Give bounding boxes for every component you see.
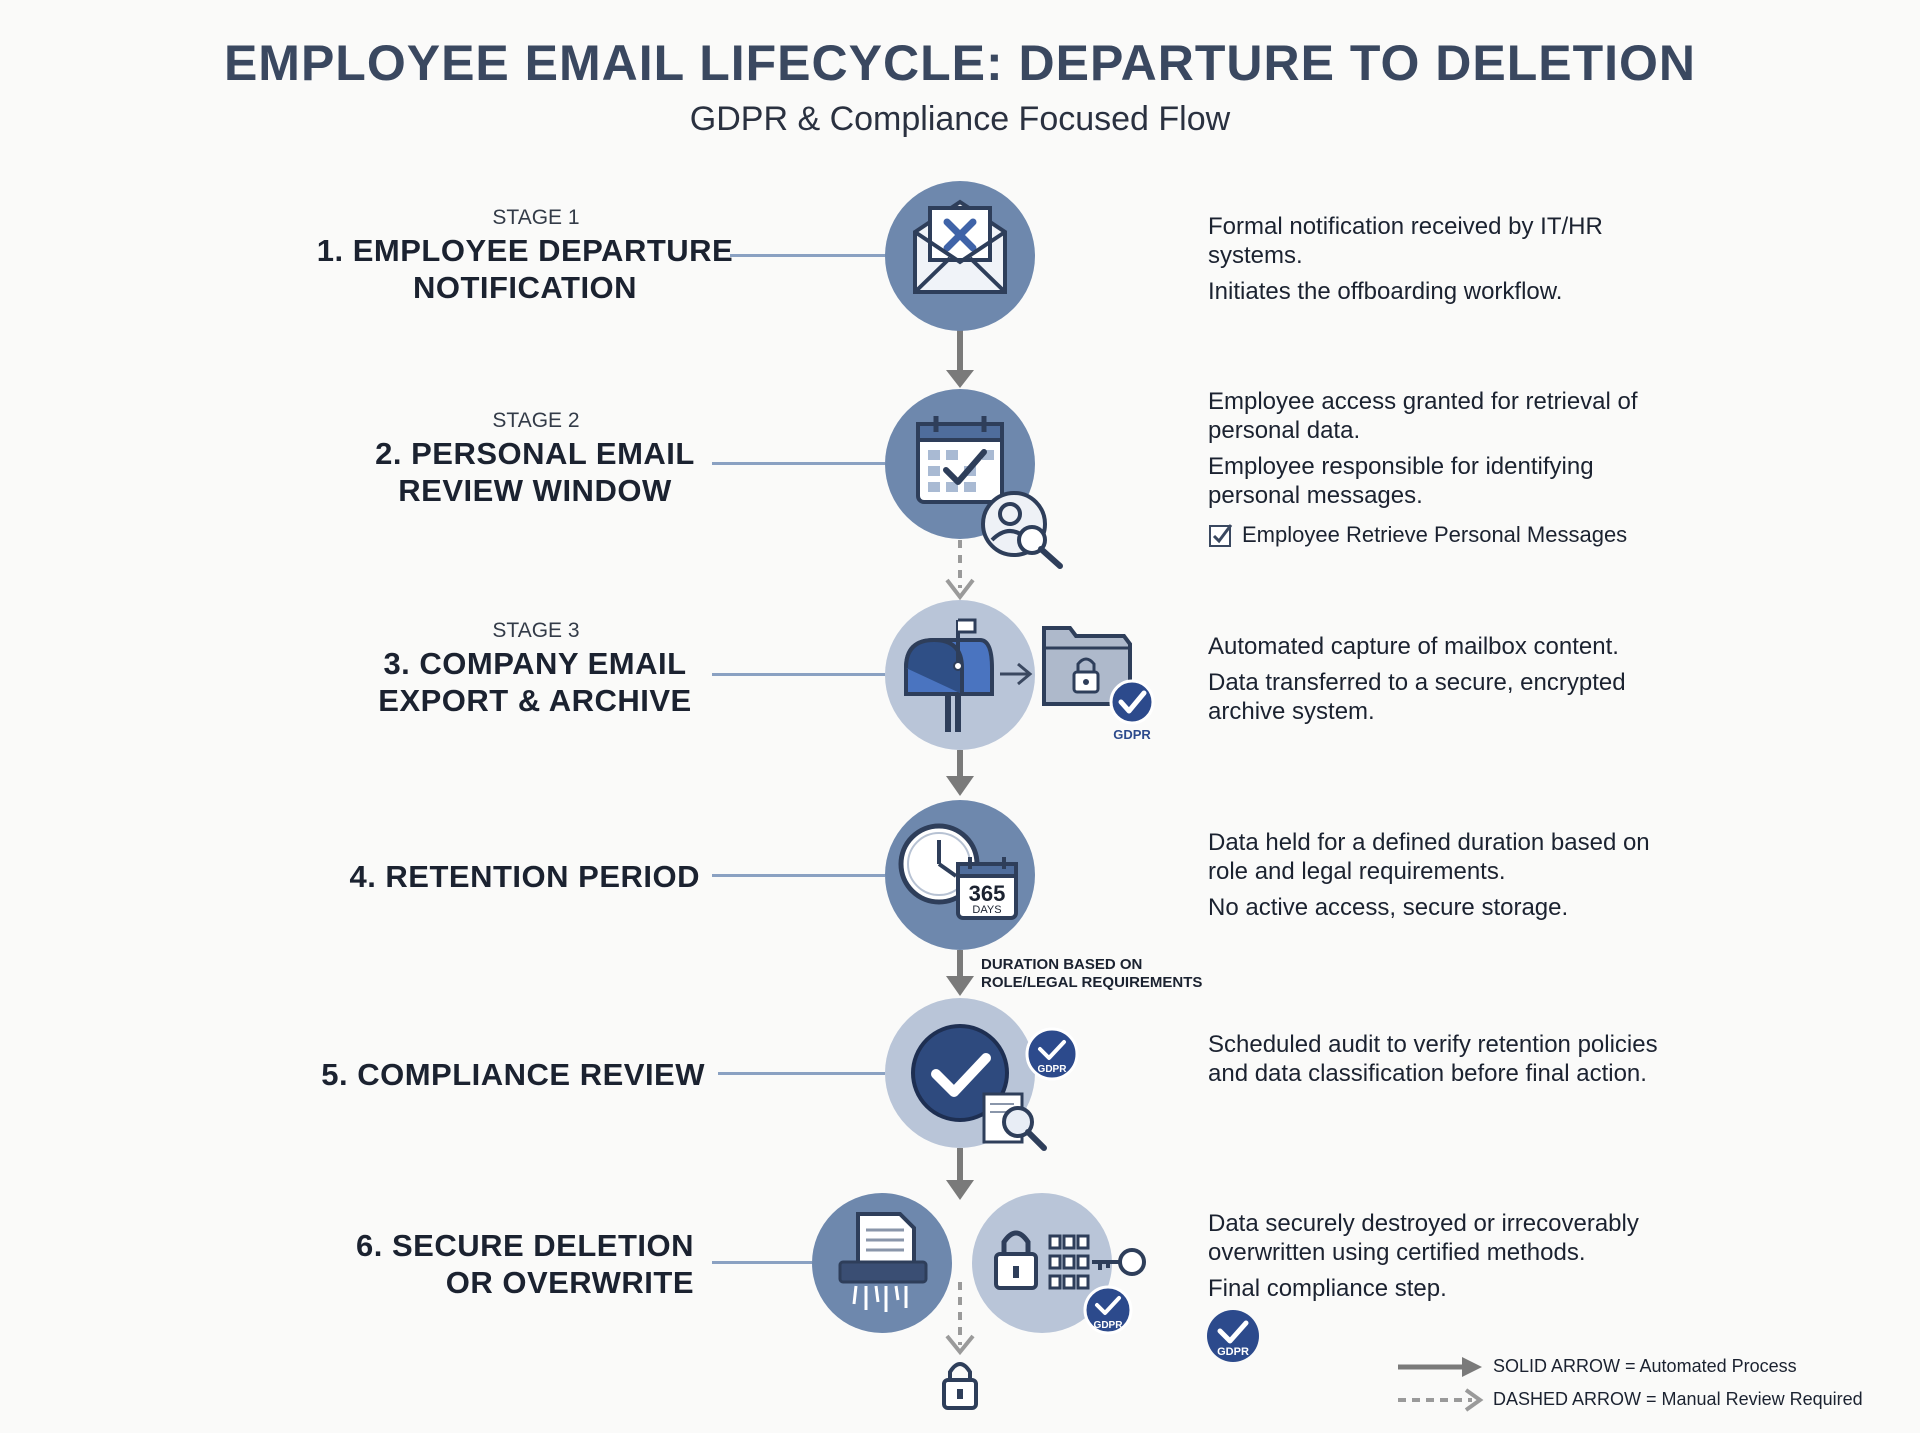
stage-3-title: 3. COMPANY EMAIL EXPORT & ARCHIVE [300, 645, 770, 719]
stage-3-desc-line-2: Data transferred to a secure, encrypted … [1208, 669, 1626, 725]
stage-6-desc-line-1: Data securely destroyed or irrecoverably… [1208, 1210, 1639, 1266]
stage-6-description: Data securely destroyed or irrecoverably… [1208, 1209, 1698, 1310]
page-subtitle: GDPR & Compliance Focused Flow [689, 100, 1231, 138]
retention-note-line-2: ROLE/LEGAL REQUIREMENTS [981, 974, 1203, 991]
solid-arrow-4-5 [946, 950, 974, 996]
stage-4-desc-line-1: Data held for a defined duration based o… [1208, 829, 1650, 885]
stage-2-title: 2. PERSONAL EMAIL REVIEW WINDOW [300, 435, 770, 509]
stage-1-icon [885, 181, 1035, 331]
stage-3-title-line-1: 3. COMPANY EMAIL [383, 646, 687, 681]
stage-1-connector [730, 254, 885, 257]
stage-4-description: Data held for a defined duration based o… [1208, 828, 1678, 929]
stage-5-description: Scheduled audit to verify retention poli… [1208, 1030, 1678, 1095]
stage-4-title: 4. RETENTION PERIOD [300, 858, 700, 895]
stage-2-title-line-1: 2. PERSONAL EMAIL [375, 436, 695, 471]
stage-4-connector [712, 874, 885, 877]
stage-4-icon: 365 DAYS [885, 800, 1035, 950]
stage-5-icon: GDPR [885, 998, 1079, 1151]
stage-6-title-line-1: 6. SECURE DELETION [356, 1228, 694, 1263]
stage-2-description: Employee access granted for retrieval of… [1208, 387, 1678, 517]
stage-5-connector [718, 1072, 885, 1075]
desc-gdpr-label: GDPR [1217, 1346, 1249, 1358]
stage-2-label: STAGE 2 [492, 409, 580, 432]
stage-6-title-line-2: OR OVERWRITE [445, 1265, 694, 1300]
stage-6-gdpr-label: GDPR [1094, 1320, 1124, 1331]
stage-1-title: 1. EMPLOYEE DEPARTURE NOTIFICATION [270, 232, 780, 306]
stage-1-desc-line-1: Formal notification received by IT/HR sy… [1208, 213, 1603, 269]
stage-1-description: Formal notification received by IT/HR sy… [1208, 212, 1678, 313]
dashed-arrow-2-3 [945, 540, 975, 601]
stage-2-desc-line-2: Employee responsible for identifying per… [1208, 453, 1594, 509]
stage-5-desc-line-1: Scheduled audit to verify retention poli… [1208, 1031, 1658, 1087]
stage-6-icon: GDPR [812, 1193, 1146, 1335]
stage-2-connector [712, 462, 885, 465]
legend-dashed-arrow [1398, 1388, 1484, 1412]
stage-2-checkbox-label: Employee Retrieve Personal Messages [1242, 522, 1628, 547]
stage-1-title-line-1: 1. EMPLOYEE DEPARTURE [316, 233, 734, 268]
lock-icon [942, 1362, 978, 1410]
stage-2-desc-line-1: Employee access granted for retrieval of… [1208, 388, 1638, 444]
stage-5-title-line-1: 5. COMPLIANCE REVIEW [321, 1057, 705, 1092]
retention-note-line-1: DURATION BASED ON [981, 956, 1143, 973]
stage-4-desc-line-2: No active access, secure storage. [1208, 894, 1569, 921]
legend-solid-arrow [1398, 1357, 1482, 1377]
solid-arrow-1-2 [946, 330, 974, 388]
stage-2-title-line-2: REVIEW WINDOW [398, 473, 672, 508]
stage-5-title: 5. COMPLIANCE REVIEW [250, 1056, 705, 1093]
dashed-arrow-6-end [945, 1282, 975, 1356]
stage-1-title-line-2: NOTIFICATION [412, 270, 638, 305]
stage-3-connector [712, 673, 885, 676]
stage-1-desc-line-2: Initiates the offboarding workflow. [1208, 278, 1563, 305]
stage-3-title-line-2: EXPORT & ARCHIVE [378, 683, 692, 718]
stage-6-connector [712, 1261, 812, 1264]
stage-6-title: 6. SECURE DELETION OR OVERWRITE [300, 1227, 694, 1301]
solid-arrow-3-4 [946, 750, 974, 796]
solid-arrow-5-6 [946, 1148, 974, 1200]
legend-solid-label: SOLID ARROW = Automated Process [1493, 1356, 1797, 1376]
calendar-unit: DAYS [972, 904, 1001, 916]
checkbox-icon[interactable] [1208, 522, 1234, 548]
stage-4-title-line-1: 4. RETENTION PERIOD [349, 859, 700, 894]
stage-3-description: Automated capture of mailbox content. Da… [1208, 632, 1688, 733]
stage-2-icon [885, 389, 1063, 569]
stage-1-label: STAGE 1 [492, 206, 580, 229]
legend-dashed-label: DASHED ARROW = Manual Review Required [1493, 1389, 1863, 1409]
stage-3-desc-line-1: Automated capture of mailbox content. [1208, 633, 1619, 660]
calendar-number: 365 [969, 881, 1006, 906]
stage-6-desc-line-2: Final compliance step. [1208, 1275, 1447, 1302]
desc-gdpr-badge: GDPR [1207, 1310, 1259, 1362]
retention-note: DURATION BASED ON ROLE/LEGAL REQUIREMENT… [981, 956, 1202, 992]
page-title: EMPLOYEE EMAIL LIFECYCLE: DEPARTURE TO D… [223, 35, 1697, 91]
stage-3-icon: GDPR [885, 600, 1155, 750]
stage-5-gdpr-label: GDPR [1038, 1064, 1068, 1075]
stage-3-gdpr-label: GDPR [1113, 727, 1151, 742]
stage-3-label: STAGE 3 [492, 619, 580, 642]
stage-2-checkbox-row[interactable]: Employee Retrieve Personal Messages [1208, 522, 1627, 548]
